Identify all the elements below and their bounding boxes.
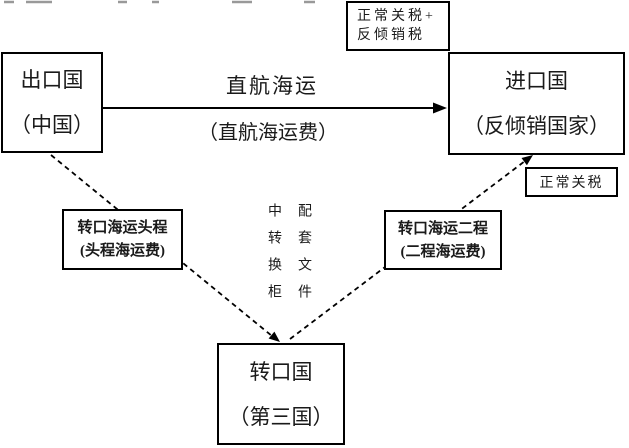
node-export-country: 出口国 （中国） (1, 52, 103, 153)
direct-route-arrow (103, 102, 447, 114)
transship-leg1-title: 转口海运头程 (77, 220, 168, 236)
direct-route-cost-label: （直航海运费） (198, 122, 338, 144)
center-note-column2: 配套文件 (296, 203, 311, 311)
transship-leg2-title: 转口海运二程 (397, 220, 488, 237)
direct-route-label: 直航海运 (226, 74, 318, 98)
center-note-column1: 中转换柜 (266, 203, 281, 311)
transit-country-subname: （第三国） (228, 404, 334, 429)
export-country-subname: （中国） (10, 113, 94, 137)
node-transship-leg2: 转口海运二程 (二程海运费) (384, 210, 502, 270)
node-import-country: 进口国 （反倾销国家） (448, 52, 625, 155)
leg1-dashed-connector (50, 154, 280, 342)
transship-leg1-cost: (头程海运费) (80, 243, 165, 259)
export-country-name: 出口国 (20, 68, 84, 92)
node-transit-country: 转口国 （第三国） (217, 343, 345, 445)
transit-country-name: 转口国 (249, 359, 313, 384)
transship-leg2-cost: (二程海运费) (400, 243, 486, 260)
import-country-subname: （反倾销国家） (463, 114, 610, 138)
node-duty-antidumping: 正常关税+ 反倾销税 (346, 1, 450, 51)
node-duty-normal: 正常关税 (525, 167, 618, 197)
node-transship-leg1: 转口海运头程 (头程海运费) (62, 209, 183, 270)
duty-normal-label: 正常关税 (539, 176, 604, 191)
import-country-name: 进口国 (505, 69, 568, 93)
duty-antidumping-line1: 正常关税+ (357, 9, 436, 24)
duty-antidumping-line2: 反倾销税 (357, 28, 425, 43)
